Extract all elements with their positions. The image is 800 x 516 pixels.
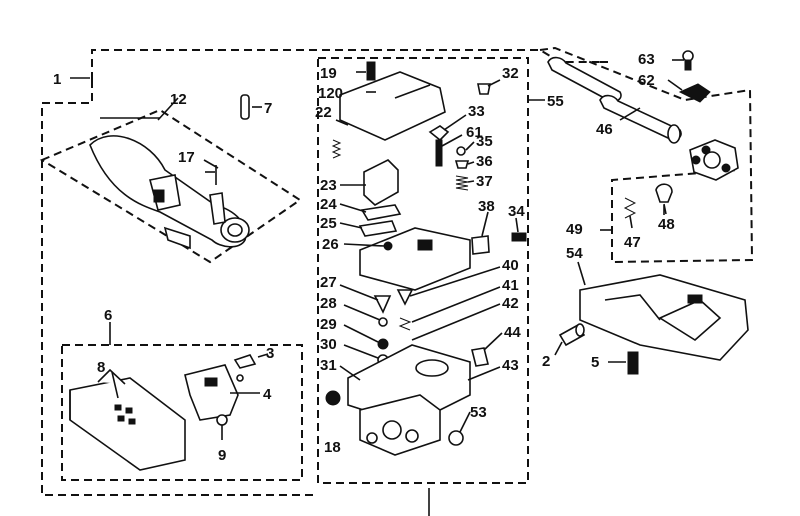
label-12: 12	[170, 91, 187, 108]
label-34: 34	[508, 203, 525, 220]
label-24: 24	[320, 196, 337, 213]
part-labels: 1 12 7 17 6 8 3 4 9 19 120 22 23 24 25 2…	[53, 51, 675, 464]
label-49: 49	[566, 221, 583, 238]
label-26: 26	[322, 236, 339, 253]
part-5-screw	[608, 351, 639, 375]
label-30: 30	[320, 336, 337, 353]
label-37: 37	[476, 173, 493, 190]
label-47: 47	[624, 234, 641, 251]
part-6-base-assembly	[61, 322, 303, 481]
label-1: 1	[53, 71, 61, 88]
label-17: 17	[178, 149, 195, 166]
label-23: 23	[320, 177, 337, 194]
part-12-tube-assembly	[39, 108, 302, 264]
assembly-boundary	[41, 46, 754, 516]
label-25: 25	[320, 215, 337, 232]
label-27: 27	[320, 274, 337, 291]
part-54-bracket	[577, 261, 749, 361]
label-44: 44	[504, 324, 521, 341]
label-41: 41	[502, 277, 519, 294]
label-5: 5	[591, 354, 599, 371]
label-33: 33	[468, 103, 485, 120]
label-120: 120	[318, 85, 343, 102]
label-3: 3	[266, 345, 274, 362]
label-22: 22	[315, 104, 332, 121]
label-9: 9	[218, 447, 226, 464]
label-31: 31	[320, 357, 337, 374]
label-53: 53	[470, 404, 487, 421]
part-55-carburetor-assembly	[317, 57, 545, 484]
part-49-valve-assembly	[600, 139, 739, 231]
part-7-pin	[240, 94, 262, 120]
label-63: 63	[638, 51, 655, 68]
label-46: 46	[596, 121, 613, 138]
label-48: 48	[658, 216, 675, 233]
label-36: 36	[476, 153, 493, 170]
label-43: 43	[502, 357, 519, 374]
part-62-clip	[678, 83, 711, 103]
label-18: 18	[324, 439, 341, 456]
label-62: 62	[638, 72, 655, 89]
part-63-screw	[682, 50, 694, 71]
label-6: 6	[104, 307, 112, 324]
label-61: 61	[466, 124, 483, 141]
label-2: 2	[542, 353, 550, 370]
label-8: 8	[97, 359, 105, 376]
label-40: 40	[502, 257, 519, 274]
label-7: 7	[264, 100, 272, 117]
label-42: 42	[502, 295, 519, 312]
label-32: 32	[502, 65, 519, 82]
leader-lines	[70, 59, 684, 440]
label-55: 55	[547, 93, 564, 110]
label-29: 29	[320, 316, 337, 333]
label-4: 4	[263, 386, 272, 403]
label-19: 19	[320, 65, 337, 82]
label-35: 35	[476, 133, 493, 150]
label-38: 38	[478, 198, 495, 215]
part-8-plate-holes	[114, 404, 136, 425]
part-46-tubes	[547, 56, 682, 144]
label-28: 28	[320, 295, 337, 312]
label-54: 54	[566, 245, 583, 262]
part-2-fitting	[558, 323, 586, 347]
